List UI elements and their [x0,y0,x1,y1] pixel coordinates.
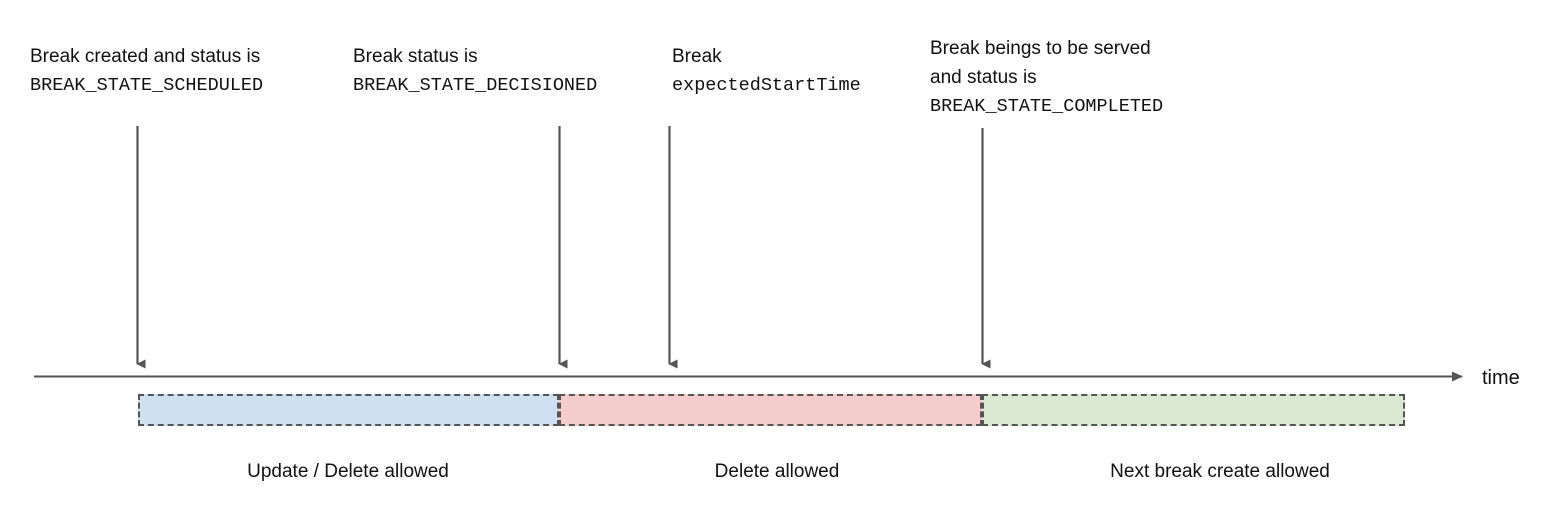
event-label-break-decisioned: Break status is BREAK_STATE_DECISIONED [353,42,597,100]
segment-caption-next-break-create-allowed: Next break create allowed [1110,461,1330,482]
event-title-3-line1: Break beings to be served [930,38,1151,59]
time-axis-label: time [1482,367,1520,389]
event-title-1: Break status is [353,46,478,67]
segment-caption-update-delete-allowed: Update / Delete allowed [247,461,449,482]
event-state-2: expectedStartTime [672,75,861,96]
segment-bar-decisioned [559,394,982,426]
event-state-1: BREAK_STATE_DECISIONED [353,75,598,96]
segment-caption-delete-allowed: Delete allowed [714,461,840,482]
event-state-3: BREAK_STATE_COMPLETED [930,96,1164,117]
event-state-0: BREAK_STATE_SCHEDULED [30,75,264,96]
event-title-2: Break [672,46,722,67]
event-title-3-line2: and status is [930,67,1037,88]
event-label-break-completed: Break beings to be served and status is … [930,34,1163,121]
segment-bar-scheduled [138,394,559,426]
event-title-0: Break created and status is [30,46,261,67]
segment-bar-completed [982,394,1405,426]
event-label-break-expected-start-time: Break expectedStartTime [672,42,861,100]
event-label-break-created: Break created and status is BREAK_STATE_… [30,42,263,100]
